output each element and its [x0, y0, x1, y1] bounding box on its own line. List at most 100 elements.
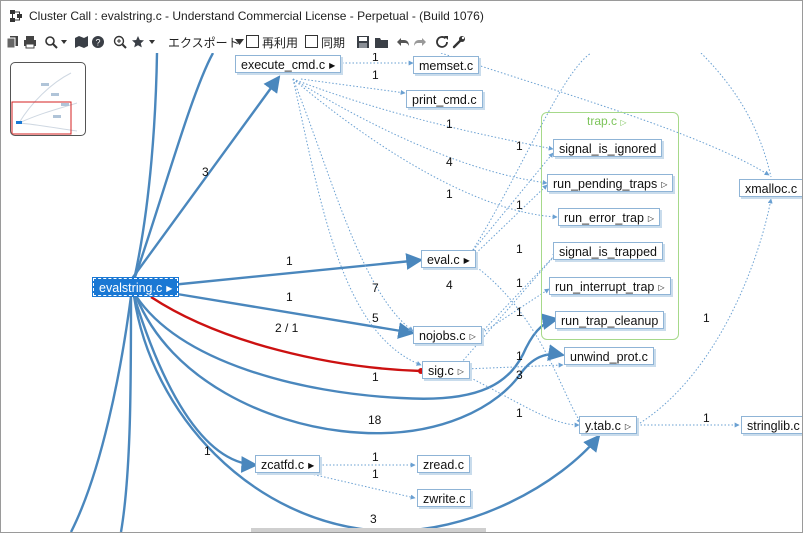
help-icon[interactable]: ? — [90, 33, 106, 51]
expand-arrow-icon[interactable]: ▶ — [308, 460, 315, 470]
edge-label: 1 — [516, 242, 523, 256]
graph-edges — [69, 53, 773, 532]
node-xmalloc[interactable]: xmalloc.c — [739, 179, 802, 197]
zoom-dropdown[interactable] — [43, 33, 69, 51]
trap-cluster-box[interactable] — [541, 112, 679, 340]
edge-label: 1 — [516, 198, 523, 212]
node-label: zwrite.c — [423, 492, 466, 506]
refresh-icon[interactable] — [434, 33, 450, 51]
title-bar: Cluster Call : evalstring.c - Understand… — [1, 1, 802, 31]
node-label: evalstring.c — [99, 281, 163, 295]
edge-evalstring-zcatfd — [132, 295, 259, 473]
node-signal-is-ignored[interactable]: signal_is_ignored — [553, 139, 663, 157]
redo-icon[interactable] — [412, 33, 428, 51]
edge-evalstring-eval — [170, 253, 424, 287]
save-icon[interactable] — [355, 33, 371, 51]
edge-evalstring-top1 — [132, 53, 159, 281]
undo-icon[interactable] — [395, 33, 411, 51]
edge-label: 1 — [446, 187, 453, 201]
expand-arrow-icon[interactable]: ▷ — [457, 366, 464, 376]
node-print-cmd[interactable]: print_cmd.c — [406, 90, 483, 108]
edge-evalstring-left1 — [69, 295, 133, 532]
expand-arrow-icon[interactable]: ▷ — [469, 331, 476, 341]
edge-ytab-xmalloc — [636, 198, 773, 426]
node-eval[interactable]: eval.c▶ — [421, 250, 476, 268]
node-unwind-prot[interactable]: unwind_prot.c — [564, 347, 654, 365]
edge-sig-ytab — [460, 372, 580, 428]
edge-eval-xmalloc — [470, 53, 592, 254]
map-icon[interactable] — [73, 33, 89, 51]
edge-evalstring-sig — [150, 295, 422, 373]
cluster-expand-icon[interactable]: ▷ — [620, 118, 627, 127]
expand-arrow-icon[interactable]: ▷ — [624, 421, 632, 431]
reuse-label: 再利用 — [262, 36, 299, 50]
node-run-error-trap[interactable]: run_error_trap▷ — [558, 208, 661, 226]
edge-evalstring-top2 — [132, 53, 215, 281]
node-label: nojobs.c — [419, 329, 466, 343]
node-zwrite[interactable]: zwrite.c — [417, 489, 472, 507]
edge-label: 1 — [372, 467, 379, 481]
edge-label: 1 — [204, 444, 211, 458]
sync-label: 同期 — [321, 36, 346, 50]
open-folder-icon[interactable] — [373, 33, 389, 51]
expand-arrow-icon[interactable]: ▷ — [658, 282, 665, 292]
node-label: print_cmd.c — [412, 93, 477, 107]
export-chevron-down-icon[interactable] — [234, 33, 244, 51]
edge-exec-print — [300, 78, 406, 95]
node-label: memset.c — [419, 59, 474, 73]
node-zcatfd[interactable]: zcatfd.c▶ — [255, 455, 321, 473]
node-label: y.tab.c — [585, 419, 621, 433]
sync-checkbox[interactable] — [305, 35, 318, 48]
edge-nojobs-trapped — [478, 252, 558, 336]
expand-arrow-icon[interactable]: ▷ — [661, 179, 668, 189]
expand-arrow-icon[interactable]: ▶ — [463, 255, 470, 265]
node-nojobs[interactable]: nojobs.c▷ — [413, 326, 482, 344]
node-label: run_trap_cleanup — [561, 314, 659, 328]
node-execute-cmd[interactable]: execute_cmd.c▶ — [235, 55, 342, 73]
edge-label: 1 — [516, 276, 523, 290]
export-menu-label[interactable]: エクスポート — [168, 36, 240, 50]
copy-icon[interactable] — [5, 33, 21, 51]
edge-label: 1 — [516, 406, 523, 420]
graph-minimap[interactable] — [10, 62, 86, 136]
edge-exec-sig — [292, 78, 422, 366]
node-label: signal_is_ignored — [559, 142, 657, 156]
node-evalstring-selected[interactable]: evalstring.c▶ — [91, 277, 180, 297]
node-label: stringlib.c — [747, 419, 800, 433]
edge-exec-pending — [292, 78, 548, 185]
window-title: Cluster Call : evalstring.c - Understand… — [29, 9, 484, 23]
edge-label: 5 — [372, 311, 379, 325]
wrench-icon[interactable] — [451, 33, 467, 51]
node-sig[interactable]: sig.c▷ — [422, 361, 470, 379]
reuse-checkbox[interactable] — [246, 35, 259, 48]
node-label: run_interrupt_trap — [555, 280, 655, 294]
node-memset[interactable]: memset.c — [413, 56, 480, 74]
print-icon[interactable] — [22, 33, 38, 51]
graph-canvas[interactable]: trap.c ▷ execute_cmd.c▶ memset.c print_c… — [1, 53, 802, 532]
edge-eval-ignored — [470, 152, 554, 254]
edge-exec-xmalloc — [440, 53, 770, 176]
edge-evalstring-left2 — [119, 295, 133, 532]
favorites-dropdown[interactable] — [130, 33, 158, 51]
node-stringlib[interactable]: stringlib.c — [741, 416, 802, 434]
node-y-tab[interactable]: y.tab.c▷ — [579, 416, 638, 434]
node-zread[interactable]: zread.c — [417, 455, 470, 473]
node-run-pending-traps[interactable]: run_pending_traps▷ — [547, 174, 674, 192]
trap-cluster-title[interactable]: trap.c ▷ — [587, 114, 627, 128]
edge-label: 3 — [370, 512, 377, 526]
node-run-interrupt-trap[interactable]: run_interrupt_trap▷ — [549, 277, 671, 295]
expand-arrow-icon[interactable]: ▷ — [647, 213, 655, 223]
edge-label: 1 — [372, 370, 379, 384]
zoom-in-icon[interactable] — [112, 33, 128, 51]
edge-evalstring-execute — [130, 75, 281, 281]
node-signal-is-trapped[interactable]: signal_is_trapped — [553, 242, 663, 260]
node-label: execute_cmd.c — [241, 58, 326, 72]
expand-arrow-icon[interactable]: ▶ — [329, 60, 336, 70]
node-run-trap-cleanup[interactable]: run_trap_cleanup — [555, 311, 665, 329]
node-label: zread.c — [423, 458, 464, 472]
edge-evalstring-ytab — [132, 295, 601, 532]
edge-label: 18 — [368, 413, 382, 427]
expand-arrow-icon[interactable]: ▶ — [166, 283, 173, 293]
horizontal-scrollbar[interactable] — [251, 528, 486, 532]
edge-label: 3 — [516, 368, 523, 382]
